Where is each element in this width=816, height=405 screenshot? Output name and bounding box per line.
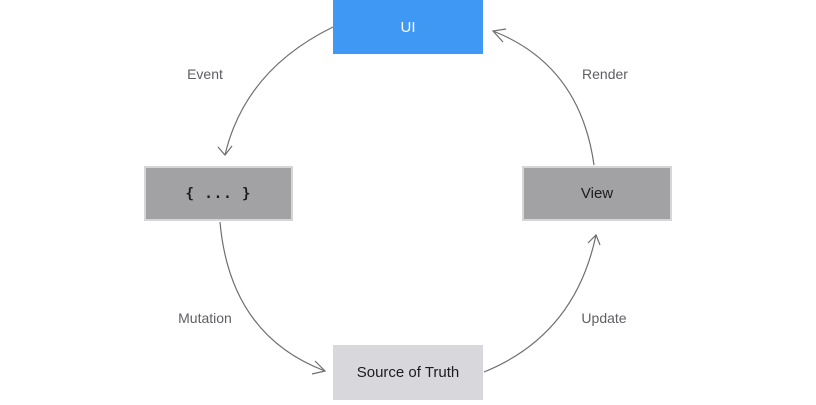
view-node: View [522, 166, 672, 221]
mutation-arrow [219, 221, 326, 372]
update-arrow [483, 234, 597, 373]
event-label: Event [187, 66, 223, 82]
source-of-truth-label: Source of Truth [356, 364, 460, 381]
code-node: { ... } [144, 166, 293, 221]
ui-node-label: UI [400, 18, 416, 36]
render-label: Render [582, 66, 628, 82]
code-node-label: { ... } [185, 185, 252, 202]
event-arrowhead [217, 145, 233, 156]
ui-node: UI [333, 0, 483, 54]
render-arrowhead [491, 28, 507, 43]
view-node-label: View [580, 185, 614, 202]
mutation-arrowhead [311, 360, 327, 375]
render-arrow [492, 30, 595, 166]
update-label: Update [581, 310, 627, 326]
source-of-truth-node: Source of Truth [333, 345, 483, 400]
update-arrowhead [587, 233, 601, 246]
event-arrow [224, 26, 334, 156]
mutation-label: Mutation [178, 310, 232, 326]
